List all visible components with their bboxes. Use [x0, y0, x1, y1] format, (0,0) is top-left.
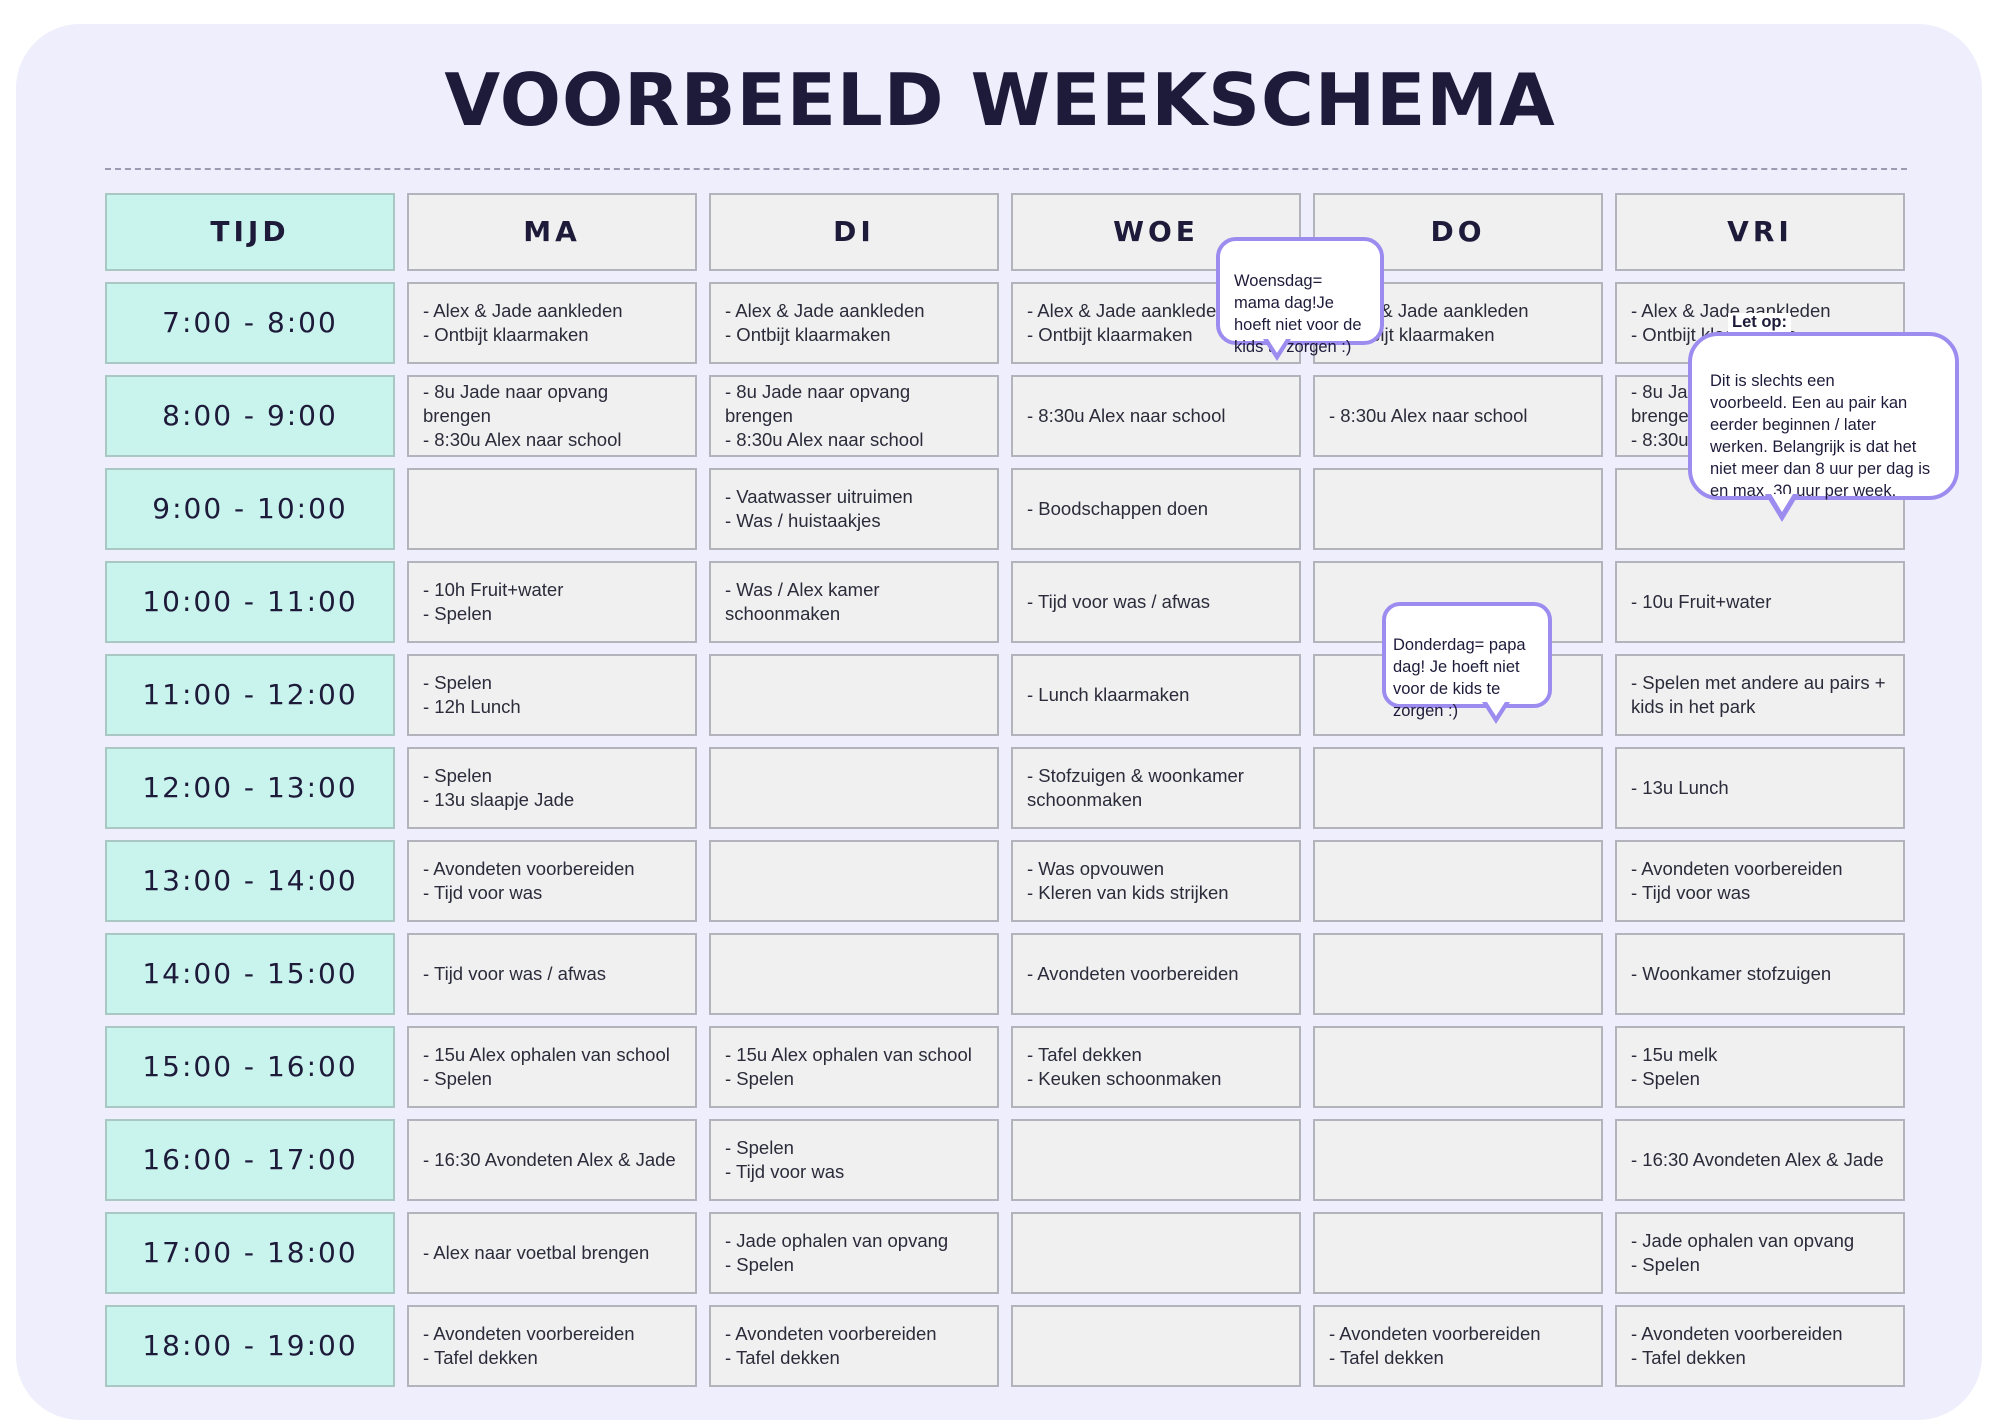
- header-tijd: TIJD: [105, 193, 395, 271]
- time-slot: 18:00 - 19:00: [105, 1305, 395, 1387]
- task-cell-woe: - Tafel dekken - Keuken schoonmaken: [1011, 1026, 1301, 1108]
- time-slot: 7:00 - 8:00: [105, 282, 395, 364]
- time-slot: 12:00 - 13:00: [105, 747, 395, 829]
- header-ma: MA: [407, 193, 697, 271]
- task-cell-vri: - Avondeten voorbereiden - Tijd voor was: [1615, 840, 1905, 922]
- task-cell-di: - 15u Alex ophalen van school - Spelen: [709, 1026, 999, 1108]
- time-slot: 8:00 - 9:00: [105, 375, 395, 457]
- task-cell-di: [709, 933, 999, 1015]
- note-woensdag: Woensdag= mama dag!Je hoeft niet voor de…: [1216, 237, 1384, 356]
- task-cell-vri: - Spelen met andere au pairs + kids in h…: [1615, 654, 1905, 736]
- note-woensdag-text: Woensdag= mama dag!Je hoeft niet voor de…: [1234, 272, 1362, 356]
- task-cell-woe: - Lunch klaarmaken: [1011, 654, 1301, 736]
- task-cell-do: [1313, 1212, 1603, 1294]
- header-di: DI: [709, 193, 999, 271]
- task-cell-ma: - Avondeten voorbereiden - Tijd voor was: [407, 840, 697, 922]
- note-donderdag-text: Donderdag= papa dag! Je hoeft niet voor …: [1393, 636, 1526, 720]
- task-cell-di: - 8u Jade naar opvang brengen - 8:30u Al…: [709, 375, 999, 457]
- task-cell-do: [1313, 840, 1603, 922]
- task-cell-di: - Vaatwasser uitruimen - Was / huistaakj…: [709, 468, 999, 550]
- header-vri: VRI: [1615, 193, 1905, 271]
- task-cell-di: - Spelen - Tijd voor was: [709, 1119, 999, 1201]
- task-cell-di: - Jade ophalen van opvang - Spelen: [709, 1212, 999, 1294]
- time-slot: 11:00 - 12:00: [105, 654, 395, 736]
- task-cell-di: - Avondeten voorbereiden - Tafel dekken: [709, 1305, 999, 1387]
- note-let-op: Dit is slechts een voorbeeld. Een au pai…: [1688, 332, 1959, 500]
- time-slot: 15:00 - 16:00: [105, 1026, 395, 1108]
- task-cell-woe: [1011, 1119, 1301, 1201]
- task-cell-do: [1313, 1119, 1603, 1201]
- task-cell-di: [709, 747, 999, 829]
- task-cell-ma: - Avondeten voorbereiden - Tafel dekken: [407, 1305, 697, 1387]
- task-cell-ma: - 16:30 Avondeten Alex & Jade: [407, 1119, 697, 1201]
- time-slot: 10:00 - 11:00: [105, 561, 395, 643]
- task-cell-woe: - Boodschappen doen: [1011, 468, 1301, 550]
- task-cell-vri: - 16:30 Avondeten Alex & Jade: [1615, 1119, 1905, 1201]
- task-cell-do: [1313, 747, 1603, 829]
- divider: [105, 168, 1907, 170]
- task-cell-vri: - 10u Fruit+water: [1615, 561, 1905, 643]
- task-cell-ma: - Alex & Jade aankleden - Ontbijt klaarm…: [407, 282, 697, 364]
- time-slot: 13:00 - 14:00: [105, 840, 395, 922]
- task-cell-woe: [1011, 1305, 1301, 1387]
- task-cell-vri: - 15u melk - Spelen: [1615, 1026, 1905, 1108]
- task-cell-ma: - Alex naar voetbal brengen: [407, 1212, 697, 1294]
- task-cell-ma: [407, 468, 697, 550]
- task-cell-di: - Was / Alex kamer schoonmaken: [709, 561, 999, 643]
- note-let-op-body: Dit is slechts een voorbeeld. Een au pai…: [1710, 372, 1931, 500]
- task-cell-di: [709, 654, 999, 736]
- time-slot: 9:00 - 10:00: [105, 468, 395, 550]
- task-cell-woe: - Stofzuigen & woonkamer schoonmaken: [1011, 747, 1301, 829]
- task-cell-do: [1313, 933, 1603, 1015]
- task-cell-vri: - Avondeten voorbereiden - Tafel dekken: [1615, 1305, 1905, 1387]
- task-cell-ma: - 10h Fruit+water - Spelen: [407, 561, 697, 643]
- note-donderdag: Donderdag= papa dag! Je hoeft niet voor …: [1382, 602, 1552, 720]
- task-cell-ma: - 8u Jade naar opvang brengen - 8:30u Al…: [407, 375, 697, 457]
- task-cell-ma: - Spelen - 12h Lunch: [407, 654, 697, 736]
- task-cell-woe: - Was opvouwen - Kleren van kids strijke…: [1011, 840, 1301, 922]
- time-slot: 16:00 - 17:00: [105, 1119, 395, 1201]
- task-cell-di: - Alex & Jade aankleden - Ontbijt klaarm…: [709, 282, 999, 364]
- task-cell-woe: - Avondeten voorbereiden: [1011, 933, 1301, 1015]
- task-cell-do: [1313, 468, 1603, 550]
- task-cell-ma: - Tijd voor was / afwas: [407, 933, 697, 1015]
- time-slot: 17:00 - 18:00: [105, 1212, 395, 1294]
- time-slot: 14:00 - 15:00: [105, 933, 395, 1015]
- task-cell-vri: - Jade ophalen van opvang - Spelen: [1615, 1212, 1905, 1294]
- task-cell-woe: - 8:30u Alex naar school: [1011, 375, 1301, 457]
- task-cell-ma: - 15u Alex ophalen van school - Spelen: [407, 1026, 697, 1108]
- task-cell-ma: - Spelen - 13u slaapje Jade: [407, 747, 697, 829]
- task-cell-vri: - 13u Lunch: [1615, 747, 1905, 829]
- task-cell-do: [1313, 1026, 1603, 1108]
- task-cell-do: - Avondeten voorbereiden - Tafel dekken: [1313, 1305, 1603, 1387]
- task-cell-vri: - Woonkamer stofzuigen: [1615, 933, 1905, 1015]
- task-cell-woe: - Tijd voor was / afwas: [1011, 561, 1301, 643]
- note-let-op-title: Let op:: [1728, 313, 1791, 332]
- page-title: VOORBEELD WEEKSCHEMA: [444, 58, 1556, 142]
- task-cell-woe: [1011, 1212, 1301, 1294]
- task-cell-di: [709, 840, 999, 922]
- task-cell-do: - 8:30u Alex naar school: [1313, 375, 1603, 457]
